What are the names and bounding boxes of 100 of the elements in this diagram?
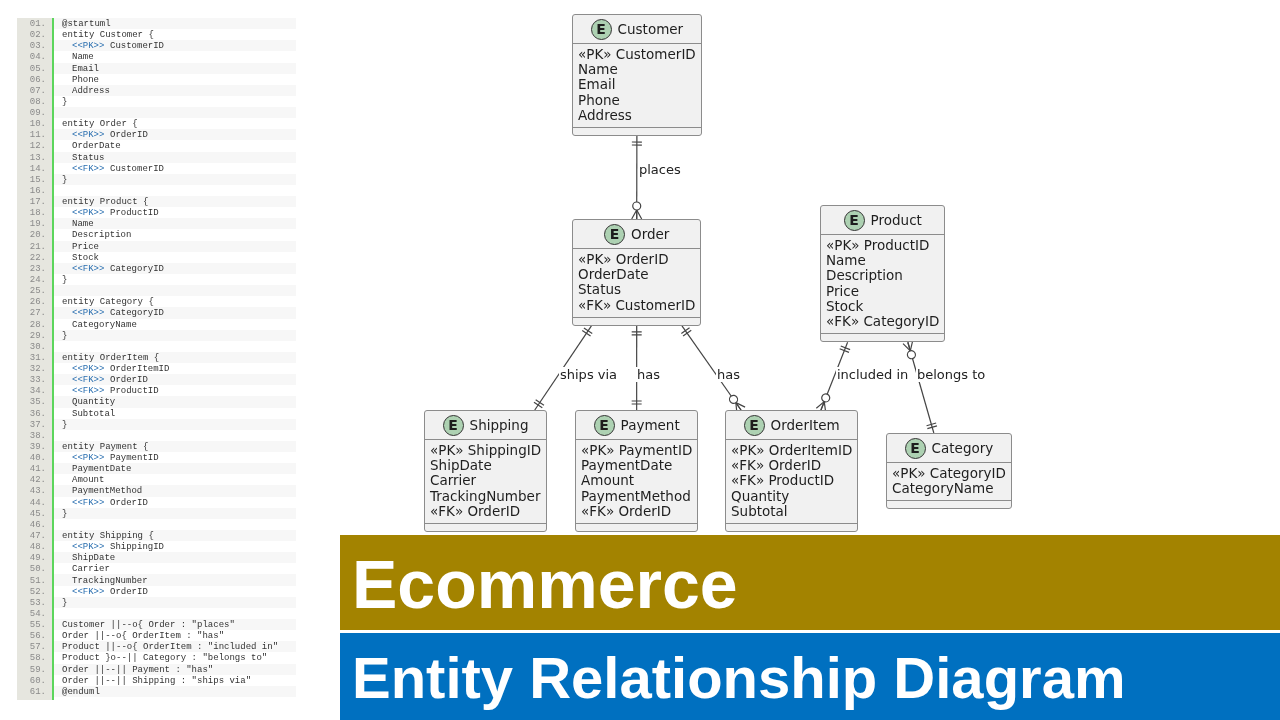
code-line: entity Shipping { xyxy=(62,530,154,542)
code-keyword: <<FK>> xyxy=(72,497,105,509)
attribute: «FK» ProductID xyxy=(731,473,836,489)
code-line: Product }o--|| Category : "belongs to" xyxy=(62,653,268,665)
code-line: Stock xyxy=(72,252,99,264)
attribute: «PK» OrderItemID xyxy=(731,443,853,459)
code-line: } xyxy=(62,275,68,286)
code-keyword: <<FK>> xyxy=(72,386,105,397)
line-number: 58. xyxy=(28,653,46,665)
code-line: Order ||--|| Payment : "has" xyxy=(62,664,214,676)
code-line: CustomerID xyxy=(110,163,164,175)
line-number: 21. xyxy=(28,241,46,253)
line-number: 14. xyxy=(28,163,46,175)
code-line: } xyxy=(62,508,68,520)
line-number: 04. xyxy=(28,52,46,64)
code-keyword: <<FK>> xyxy=(72,163,105,175)
code-line: Phone xyxy=(72,74,99,86)
edge-label: has xyxy=(716,367,741,382)
attribute: Description xyxy=(826,268,904,284)
code-line: CategoryID xyxy=(110,263,164,275)
code-keyword: <<PK>> xyxy=(72,130,105,141)
code-line: entity Order { xyxy=(62,119,138,130)
entity-name: OrderItem xyxy=(770,417,840,433)
line-number: 53. xyxy=(28,597,46,609)
code-line: OrderID xyxy=(110,497,148,509)
line-number: 24. xyxy=(28,275,46,286)
entity-box xyxy=(575,410,699,532)
line-number: 39. xyxy=(28,441,46,453)
code-line: Quantity xyxy=(72,397,116,409)
line-number: 40. xyxy=(28,453,46,465)
relationship-line xyxy=(631,135,643,220)
entity-box xyxy=(572,14,702,136)
entity-type-badge: E xyxy=(590,18,612,40)
code-line: } xyxy=(62,419,68,431)
code-line: } xyxy=(62,330,68,342)
code-line: PaymentDate xyxy=(72,464,132,476)
line-number: 06. xyxy=(28,74,46,86)
entity-type-badge: E xyxy=(743,414,765,436)
attribute: «PK» ProductID xyxy=(826,238,931,254)
code-line: Carrier xyxy=(72,564,110,576)
code-line: OrderID xyxy=(110,586,148,598)
entity-box xyxy=(820,205,946,343)
code-line: ProductID xyxy=(110,208,159,220)
code-keyword: <<PK>> xyxy=(72,208,105,220)
line-number: 35. xyxy=(28,397,46,409)
attribute: Email xyxy=(578,77,617,93)
code-line: @startuml xyxy=(62,19,111,30)
attribute: OrderDate xyxy=(578,267,650,283)
entity-name: Order xyxy=(631,226,670,242)
attribute: CategoryName xyxy=(892,481,994,497)
line-number: 31. xyxy=(28,352,46,364)
line-number: 08. xyxy=(28,96,46,108)
code-line: Product ||--o{ OrderItem : "included in" xyxy=(62,642,279,653)
code-line: entity Customer { xyxy=(62,30,154,42)
attribute: «PK» PaymentID xyxy=(581,443,693,459)
code-line: Status xyxy=(72,152,105,164)
line-number: 34. xyxy=(28,386,46,398)
line-number: 29. xyxy=(28,330,46,342)
line-number: 26. xyxy=(28,297,46,309)
line-number: 51. xyxy=(28,575,46,587)
attribute: «FK» CategoryID xyxy=(826,314,940,330)
line-number: 15. xyxy=(28,174,46,186)
attribute: Address xyxy=(578,107,633,123)
attribute: ShipDate xyxy=(430,458,492,474)
code-line: TrackingNumber xyxy=(72,575,148,587)
line-number: 01. xyxy=(28,19,46,30)
line-number: 12. xyxy=(28,141,46,153)
code-line: Amount xyxy=(72,475,105,486)
line-number: 61. xyxy=(28,686,46,698)
line-number: 16. xyxy=(28,185,46,197)
attribute: «PK» CategoryID xyxy=(892,466,1006,482)
line-number: 27. xyxy=(28,308,46,320)
line-number: 36. xyxy=(28,408,46,420)
attribute: TrackingNumber xyxy=(430,488,542,504)
code-line: OrderItemID xyxy=(110,364,170,375)
line-number: 03. xyxy=(28,41,46,53)
entity-box xyxy=(572,219,702,326)
code-keyword: <<PK>> xyxy=(72,453,105,465)
code-line: ShipDate xyxy=(72,553,116,564)
line-number: 46. xyxy=(28,519,46,531)
code-keyword: <<FK>> xyxy=(72,375,105,387)
line-number: 55. xyxy=(28,620,46,631)
line-number: 19. xyxy=(28,219,46,231)
line-number: 17. xyxy=(28,197,46,209)
line-number: 59. xyxy=(28,664,46,676)
attribute: «FK» OrderID xyxy=(731,458,823,474)
entity-type-badge: E xyxy=(593,414,615,436)
attribute: PaymentDate xyxy=(581,458,673,474)
code-line: CategoryName xyxy=(72,319,137,331)
entity-name: Category xyxy=(931,440,994,456)
code-line: Customer ||--o{ Order : "places" xyxy=(62,620,235,631)
entity-name: Payment xyxy=(620,417,680,433)
line-number: 09. xyxy=(28,108,46,120)
attribute: Price xyxy=(826,283,859,299)
code-keyword: <<PK>> xyxy=(72,41,105,53)
code-line: Address xyxy=(72,85,110,97)
attribute: Quantity xyxy=(731,488,791,504)
code-line: OrderDate xyxy=(72,141,121,153)
attribute: Stock xyxy=(826,298,865,314)
entity-type-badge: E xyxy=(843,209,865,231)
